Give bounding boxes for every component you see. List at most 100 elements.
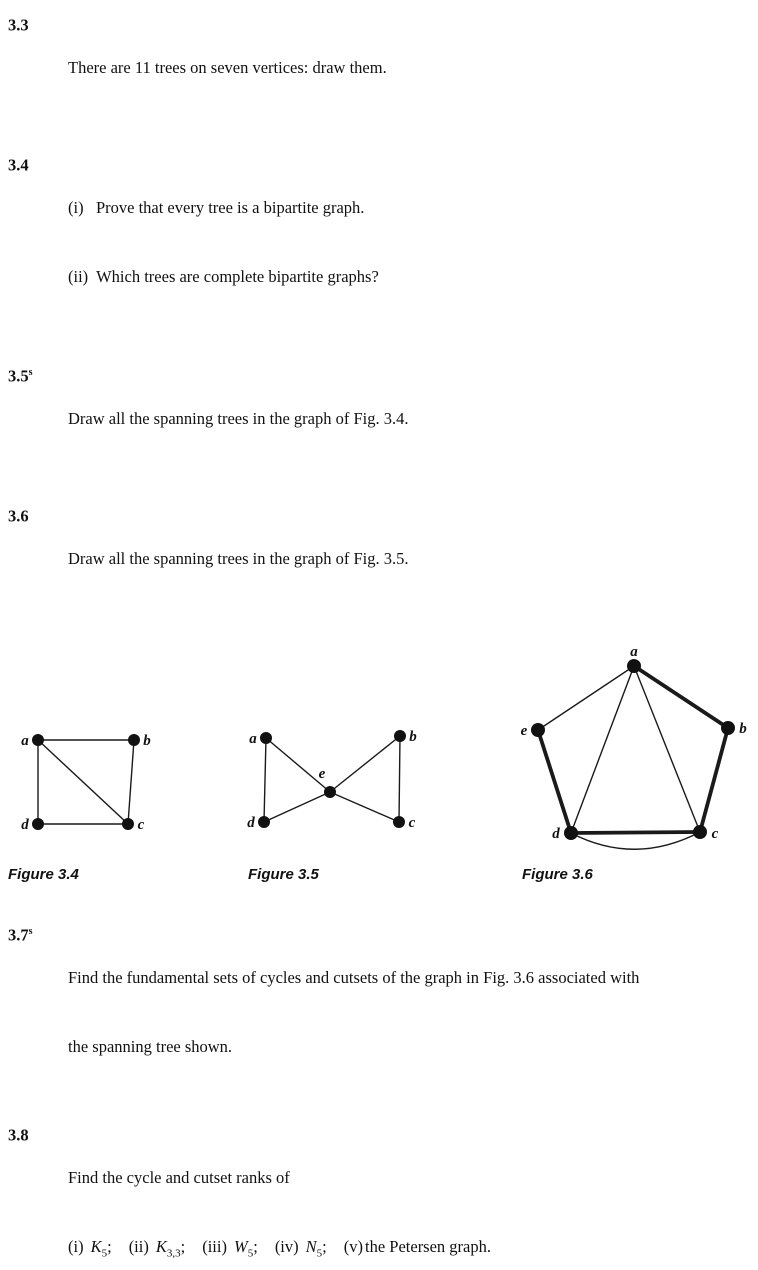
edge-a-c (633, 665, 701, 833)
figures-row: a b c d a b c d e a b c d e Figure 3.4 Figure 3.5 F… (8, 642, 748, 892)
vertex-label-a: a (249, 731, 257, 747)
edge-b-c (698, 727, 730, 833)
exercise-body: Find the cycle and cutset ranks of (i)K5… (68, 1120, 748, 1270)
graph-svg: a b c d e (247, 729, 417, 831)
vertex-c (693, 825, 707, 839)
math-subscript: 3,3 (166, 1247, 181, 1260)
vertex-label-d: d (552, 826, 560, 842)
graph-svg: a b c d e (521, 644, 747, 850)
item-label: (v) (343, 1237, 363, 1256)
edge-a-c (37, 739, 129, 825)
edge-b-e (329, 735, 401, 793)
exercise-body: (i) Prove that every tree is a bipartite… (68, 150, 748, 334)
edge-a-e (265, 737, 331, 793)
exercise-3.6: 3.6 Draw all the spanning trees in the g… (8, 501, 748, 616)
item-separator: ; (253, 1237, 258, 1256)
edge-a-d (570, 665, 635, 834)
vertex-e (531, 723, 545, 737)
vertex-e (324, 786, 336, 798)
vertex-label-c: c (712, 826, 719, 842)
vertex-a (627, 659, 641, 673)
edge-d-c (570, 830, 701, 835)
exercise-number-text: 3.7 (8, 925, 29, 945)
exercise-body: Draw all the spanning trees in the graph… (68, 361, 748, 476)
math-symbol: N (305, 1237, 317, 1256)
edge-c-e (329, 791, 400, 823)
math-symbol: K (90, 1237, 102, 1256)
exercise-text-line: There are 11 trees on seven vertices: dr… (68, 58, 387, 77)
vertex-b (394, 730, 406, 742)
vertex-d (564, 826, 578, 840)
math-tail-text: the Petersen graph. (365, 1237, 491, 1256)
exercise-number: 3.4 (8, 150, 68, 177)
math-item-n5: (iv)N5; (275, 1235, 327, 1265)
exercise-text-line: Draw all the spanning trees in the graph… (68, 549, 409, 568)
vertex-a (32, 734, 44, 746)
exercise-number: 3.8 (8, 1120, 68, 1147)
vertex-c (393, 816, 405, 828)
exercise-number-text: 3.3 (8, 15, 29, 35)
exercise-number-text: 3.8 (8, 1125, 29, 1145)
vertex-label-e: e (521, 723, 528, 739)
exercise-text-line: Draw all the spanning trees in the graph… (68, 409, 409, 428)
edge-b-c (398, 735, 401, 823)
edge-a-d (263, 737, 267, 823)
vertex-d (258, 816, 270, 828)
exercise-3.8: 3.8 Find the cycle and cutset ranks of (… (8, 1120, 748, 1270)
exercise-text-line: Find the cycle and cutset ranks of (68, 1168, 290, 1187)
vertex-label-b: b (739, 721, 747, 737)
exercise-body: There are 11 trees on seven vertices: dr… (68, 10, 748, 125)
vertex-b (721, 721, 735, 735)
vertex-b (128, 734, 140, 746)
exercise-text-line: (ii) Which trees are complete bipartite … (68, 267, 379, 286)
textbook-page: 3.3 There are 11 trees on seven vertices… (8, 10, 748, 1260)
math-symbol: K (155, 1237, 167, 1256)
vertex-c (122, 818, 134, 830)
vertex-label-a: a (21, 733, 29, 749)
figure-3.5-graph: a b c d e (247, 724, 418, 836)
exercise-number-text: 3.4 (8, 155, 29, 175)
figure-3.6-caption: Figure 3.6 (522, 866, 593, 883)
vertex-label-e: e (319, 766, 326, 782)
math-item-k33: (ii)K3,3; (129, 1235, 186, 1265)
item-separator: ; (107, 1237, 112, 1256)
edge-e-a (537, 665, 635, 731)
math-item-petersen: (v) (344, 1235, 363, 1258)
vertex-label-b: b (409, 729, 417, 745)
exercise-number-text: 3.5 (8, 366, 29, 386)
vertex-label-d: d (21, 817, 29, 833)
vertex-label-d: d (247, 815, 255, 831)
math-item-k5: (i)K5; (68, 1235, 112, 1265)
vertex-label-a: a (630, 644, 638, 660)
exercise-body: Draw all the spanning trees in the graph… (68, 501, 748, 616)
figure-3.5-caption: Figure 3.5 (248, 866, 319, 883)
item-separator: ; (322, 1237, 327, 1256)
exercise-3.8-math-line: (i)K5; (ii)K3,3; (iii)W5; (iv)N5; (v) th… (68, 1235, 748, 1265)
edge-a-b (632, 664, 730, 730)
vertex-label-c: c (409, 815, 416, 831)
vertex-label-b: b (143, 733, 151, 749)
graph-svg: a b c d (21, 733, 151, 833)
item-label: (i) (68, 1237, 84, 1256)
exercise-body: Find the fundamental sets of cycles and … (68, 920, 748, 1104)
exercise-number-text: 3.6 (8, 506, 29, 526)
exercise-3.7: 3.7s Find the fundamental sets of cycles… (8, 920, 748, 1104)
figure-3.4-caption: Figure 3.4 (8, 866, 79, 883)
exercise-text-line: the spanning tree shown. (68, 1037, 233, 1056)
exercise-3.5: 3.5s Draw all the spanning trees in the … (8, 361, 748, 476)
exercise-number-sup: s (28, 926, 33, 937)
exercise-number: 3.3 (8, 10, 68, 37)
exercise-number: 3.7s (8, 920, 68, 947)
exercise-number-sup: s (28, 367, 33, 378)
exercise-number: 3.5s (8, 361, 68, 388)
edge-d-e (263, 791, 331, 823)
exercise-3.3: 3.3 There are 11 trees on seven vertices… (8, 10, 748, 125)
edge-b-c (127, 739, 135, 825)
math-item-w5: (iii)W5; (202, 1235, 258, 1265)
vertex-label-c: c (138, 817, 145, 833)
vertex-d (32, 818, 44, 830)
exercise-number: 3.6 (8, 501, 68, 528)
math-symbol: W (233, 1237, 248, 1256)
figure-3.4-graph: a b c d (16, 726, 166, 838)
item-label: (ii) (128, 1237, 149, 1256)
